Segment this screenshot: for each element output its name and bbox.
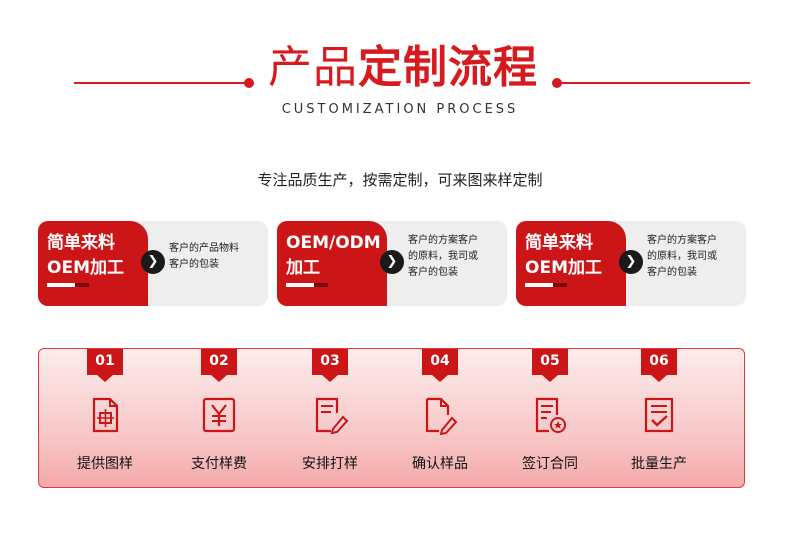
card-title: OEM/ODM 加工 (286, 233, 381, 278)
card-info: 客户的方案客户 的原料，我司或 客户的包装 (647, 235, 717, 278)
description-text: 专注品质生产，按需定制，可来图来样定制 (257, 171, 543, 189)
checklist-icon (644, 397, 674, 433)
card-red-panel: 简单来料 OEM加工 (516, 221, 626, 306)
chevron-right-icon: ❯ (380, 250, 404, 274)
title-divider-left (74, 82, 246, 84)
contract-icon (535, 397, 566, 433)
step-number-badge: 06 (641, 349, 677, 375)
step-number-badge: 05 (532, 349, 568, 375)
card-title: 简单来料 OEM加工 (47, 233, 124, 278)
process-step-2: 02 支付样费 (167, 349, 267, 487)
page-title: 产品定制流程 (268, 42, 538, 93)
chevron-right-icon: ❯ (141, 250, 165, 274)
header: 产品定制流程 (0, 38, 800, 98)
step-number-badge: 04 (422, 349, 458, 375)
step-number-badge: 02 (201, 349, 237, 375)
step-number-badge: 01 (87, 349, 123, 375)
yuan-icon (202, 397, 236, 433)
edit-document-icon (315, 397, 349, 435)
service-card-1: 简单来料 OEM加工 ❯ 客户的产品物料 客户的包装 (38, 221, 268, 306)
process-step-1: 01 提供图样 (53, 349, 153, 487)
card-info: 客户的方案客户 的原料，我司或 客户的包装 (408, 235, 478, 278)
chevron-right-icon: ❯ (619, 250, 643, 274)
process-panel: 01 提供图样 02 支付样费 03 安排打样 (38, 348, 745, 488)
card-red-panel: OEM/ODM 加工 (277, 221, 387, 306)
service-card-3: 简单来料 OEM加工 ❯ 客户的方案客户 的原料，我司或 客户的包装 (516, 221, 746, 306)
service-card-2: OEM/ODM 加工 ❯ 客户的方案客户 的原料，我司或 客户的包装 (277, 221, 507, 306)
title-divider-right (556, 82, 750, 84)
title-dot-left (244, 78, 254, 88)
card-info: 客户的产品物料 客户的包装 (169, 243, 239, 270)
step-label: 签订合同 (522, 456, 578, 472)
card-title: 简单来料 OEM加工 (525, 233, 602, 278)
step-label: 批量生产 (631, 456, 687, 472)
step-label: 支付样费 (191, 456, 247, 472)
step-label: 安排打样 (302, 456, 358, 472)
process-step-5: 05 签订合同 (498, 349, 598, 487)
card-red-panel: 简单来料 OEM加工 (38, 221, 148, 306)
document-icon (92, 397, 119, 433)
step-number-badge: 03 (312, 349, 348, 375)
step-label: 确认样品 (412, 456, 468, 472)
process-step-6: 06 批量生产 (607, 349, 707, 487)
process-step-4: 04 确认样品 (388, 349, 488, 487)
page-subtitle: CUSTOMIZATION PROCESS (281, 102, 519, 117)
pen-document-icon (425, 397, 458, 435)
process-step-3: 03 安排打样 (278, 349, 378, 487)
step-label: 提供图样 (77, 456, 133, 472)
